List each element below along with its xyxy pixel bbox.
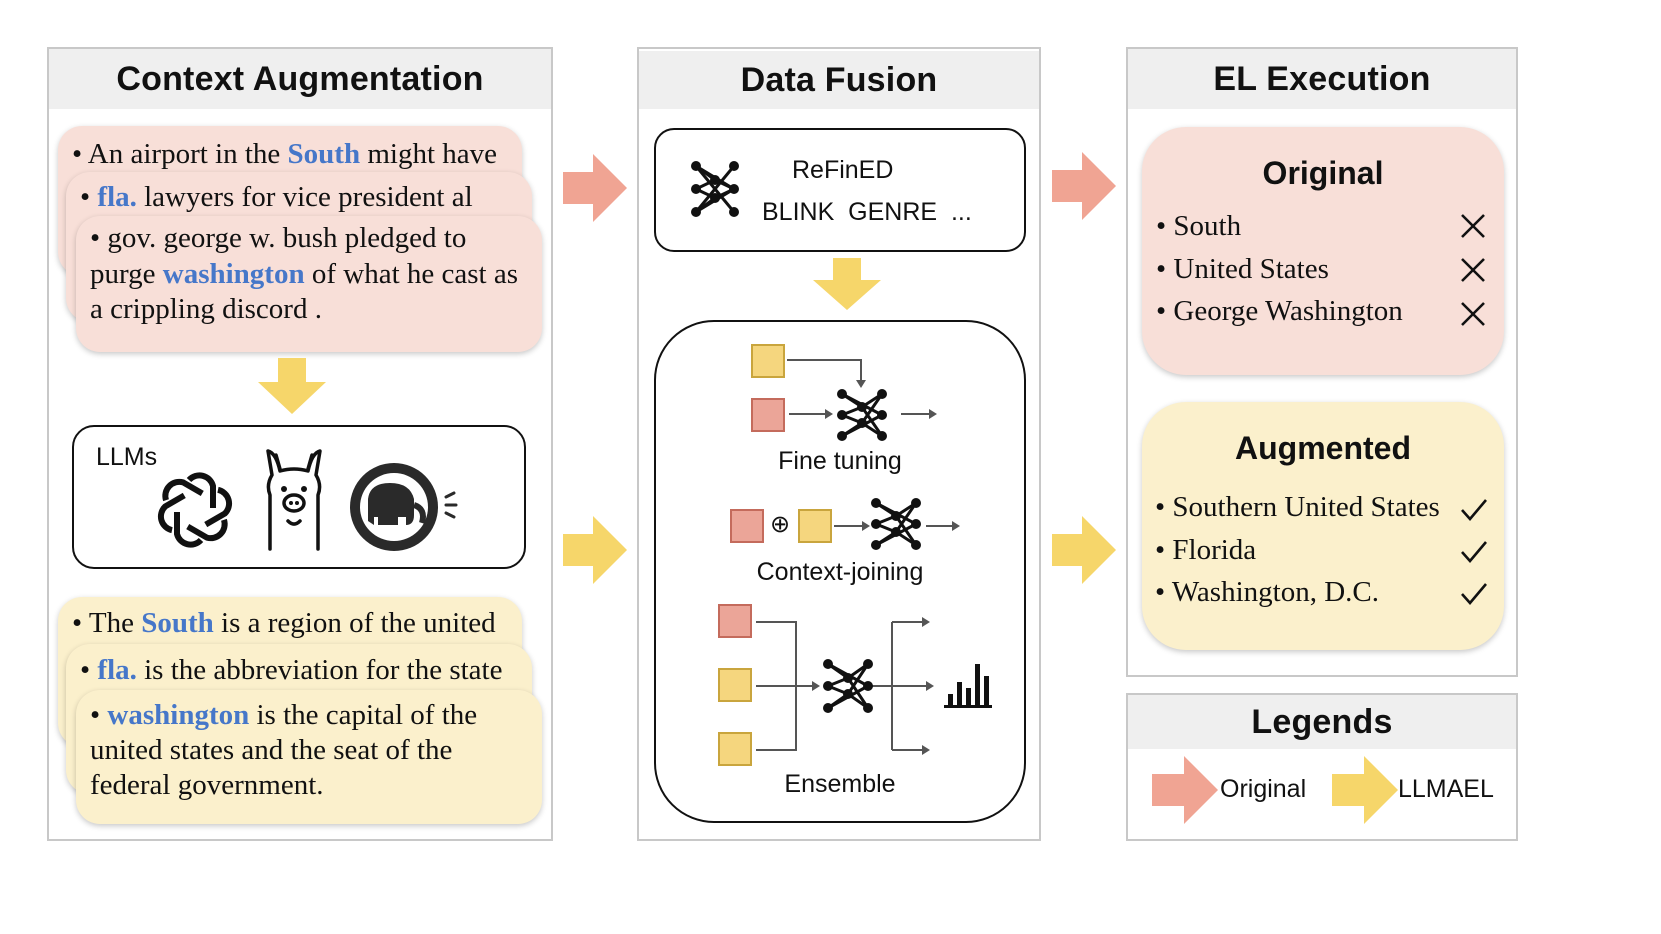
down-arrow-icon xyxy=(813,258,881,310)
concat-symbol: ⊕ xyxy=(770,510,791,538)
llama-logo-icon xyxy=(266,449,322,551)
neural-network-icon xyxy=(837,389,887,441)
llms-box: LLMs xyxy=(72,425,526,569)
original-flow-arrow-icon xyxy=(563,154,627,222)
el-models-box: ReFinED BLINK GENRE ... xyxy=(654,128,1026,252)
legend-llmael-label: LLMAEL xyxy=(1398,775,1494,803)
check-icon xyxy=(1461,499,1487,521)
openai-logo-icon xyxy=(157,472,233,548)
ensemble-label: Ensemble xyxy=(784,770,896,798)
augmented-context-square xyxy=(718,732,752,766)
original-results-card: Original • South • United States • Georg… xyxy=(1142,127,1504,375)
el-execution-title: EL Execution xyxy=(1128,49,1516,109)
augmented-context-line: • The South is a region of the united xyxy=(72,607,496,639)
original-legend-arrow-icon xyxy=(1152,756,1218,824)
el-model-refined: ReFinED xyxy=(792,156,894,184)
augmented-context-square xyxy=(751,344,785,378)
augmented-context-line: • washington is the capital of the xyxy=(90,699,478,731)
fine-tuning-label: Fine tuning xyxy=(778,447,902,475)
original-results-title: Original xyxy=(1262,155,1384,191)
el-model-list: BLINK GENRE ... xyxy=(762,198,972,226)
original-result-item: • United States xyxy=(1156,253,1329,285)
legends-title: Legends xyxy=(1128,695,1516,749)
original-result-item: • George Washington xyxy=(1156,295,1403,327)
augmented-context-line: federal government. xyxy=(90,769,324,801)
context-joining-connectors xyxy=(834,521,960,531)
original-context-line: • gov. george w. bush pledged to xyxy=(90,222,467,254)
llmael-legend-arrow-icon xyxy=(1332,756,1398,824)
original-context-square xyxy=(730,509,764,543)
neural-network-icon xyxy=(691,161,739,217)
legend-original-label: Original xyxy=(1220,775,1307,803)
augmented-results-title: Augmented xyxy=(1235,430,1411,466)
ensemble-connectors xyxy=(756,617,934,755)
cross-icon xyxy=(1461,258,1485,282)
augmented-result-item: • Southern United States xyxy=(1155,491,1440,523)
augmented-context-line: • fla. is the abbreviation for the state xyxy=(80,654,503,686)
neural-network-icon xyxy=(871,498,921,550)
augmented-results-card: Augmented • Southern United States • Flo… xyxy=(1142,402,1504,650)
augmented-context-line: united states and the seat of the xyxy=(90,734,453,766)
postgres-elephant-logo-icon xyxy=(350,463,458,551)
llmael-flow-arrow-icon xyxy=(1052,516,1116,584)
cross-icon xyxy=(1461,214,1485,238)
original-context-line: • fla. lawyers for vice president al xyxy=(80,181,473,213)
context-joining-label: Context-joining xyxy=(756,558,924,586)
bar-chart-icon xyxy=(944,664,992,708)
augmented-context-card-3: • washington is the capital of the unite… xyxy=(76,690,542,824)
fusion-methods-box xyxy=(654,320,1026,823)
original-context-square xyxy=(718,604,752,638)
data-fusion-title: Data Fusion xyxy=(639,51,1039,109)
down-arrow-icon xyxy=(258,358,326,414)
augmented-context-square xyxy=(798,509,832,543)
check-icon xyxy=(1461,541,1487,563)
original-flow-arrow-icon xyxy=(1052,152,1116,220)
context-augmentation-title: Context Augmentation xyxy=(49,49,551,109)
check-icon xyxy=(1461,583,1487,605)
original-context-line: • An airport in the South might have xyxy=(72,138,498,170)
original-context-line: a crippling discord . xyxy=(90,293,322,325)
fine-tuning-connectors xyxy=(787,359,937,419)
cross-icon xyxy=(1461,302,1485,326)
augmented-result-item: • Florida xyxy=(1155,534,1257,566)
llms-label: LLMs xyxy=(96,443,158,471)
augmented-result-item: • Washington, D.C. xyxy=(1155,576,1379,608)
original-context-card-3: • gov. george w. bush pledged to purge w… xyxy=(76,216,542,352)
original-context-square xyxy=(751,398,785,432)
augmented-context-square xyxy=(718,668,752,702)
neural-network-icon xyxy=(823,659,873,713)
original-result-item: • South xyxy=(1156,210,1242,242)
original-context-line: purge washington of what he cast as xyxy=(90,258,518,290)
llmael-flow-arrow-icon xyxy=(563,516,627,584)
